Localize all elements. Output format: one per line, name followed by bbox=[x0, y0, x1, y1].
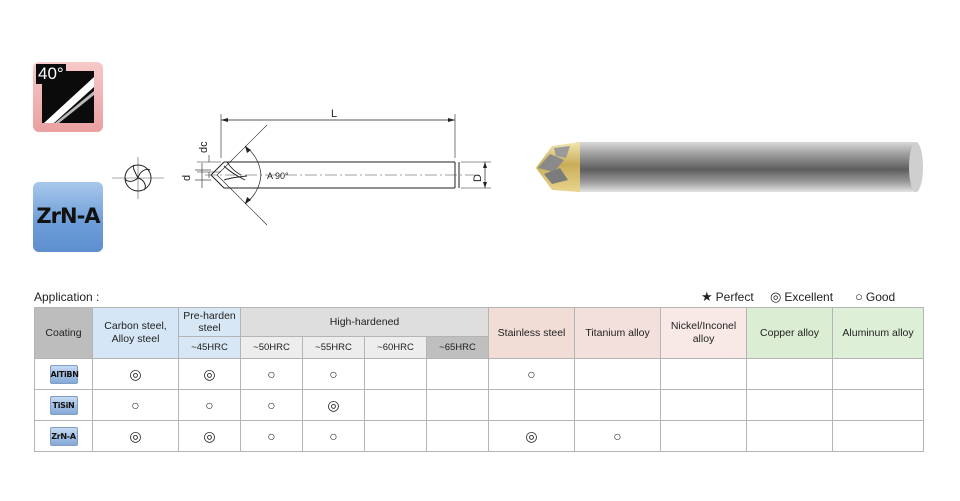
angle-badge-label: 40° bbox=[36, 64, 66, 84]
table-row: AlTiBN ◎ ◎ ○ ○ ○ bbox=[34, 358, 925, 390]
coating-cell: AlTiBN bbox=[34, 358, 93, 390]
circle-icon: ○ bbox=[855, 289, 863, 304]
coating-chip: ZrN-A bbox=[49, 426, 78, 446]
subheader-55hrc: ~55HRC bbox=[302, 336, 365, 359]
header-nickel: Nickel/Inconel alloy bbox=[660, 307, 748, 359]
angle-dimension-label: A 90° bbox=[267, 171, 289, 181]
subheader-65hrc: ~65HRC bbox=[425, 336, 490, 359]
header-carbon-steel: Carbon steel, Alloy steel bbox=[92, 307, 179, 359]
rating-cell bbox=[746, 358, 834, 390]
coating-badge: ZrN-A bbox=[33, 182, 103, 252]
rating-cell bbox=[660, 420, 748, 452]
rating-cell bbox=[746, 420, 834, 452]
rating-cell bbox=[832, 358, 925, 390]
header-pre-harden: Pre-harden steel bbox=[178, 307, 241, 337]
angle-badge-square bbox=[42, 71, 94, 123]
rating-cell bbox=[425, 358, 490, 390]
dim-dc-label: dc bbox=[198, 141, 210, 153]
rating-cell: ◎ bbox=[92, 358, 179, 390]
rating-cell: ○ bbox=[178, 389, 241, 421]
rating-cell bbox=[746, 389, 834, 421]
rating-cell: ○ bbox=[240, 358, 303, 390]
legend-perfect-label: Perfect bbox=[715, 290, 754, 304]
double-circle-icon: ◎ bbox=[770, 289, 782, 304]
coating-cell: ZrN-A bbox=[34, 420, 93, 452]
rating-cell: ○ bbox=[302, 358, 365, 390]
header-titanium: Titanium alloy bbox=[574, 307, 662, 359]
rating-cell: ◎ bbox=[92, 420, 179, 452]
header-aluminum: Aluminum alloy bbox=[832, 307, 925, 359]
angle-stripe-icon bbox=[44, 77, 94, 123]
star-icon: ★ bbox=[701, 289, 713, 304]
subheader-50hrc: ~50HRC bbox=[240, 336, 303, 359]
coating-chip: AlTiBN bbox=[49, 364, 79, 384]
rating-cell: ◎ bbox=[178, 358, 241, 390]
rating-cell: ◎ bbox=[178, 420, 241, 452]
rating-cell bbox=[425, 389, 490, 421]
dim-L-label: L bbox=[331, 108, 337, 120]
coating-badge-label: ZrN-A bbox=[36, 204, 100, 228]
rating-cell: ○ bbox=[92, 389, 179, 421]
legend-excellent-label: Excellent bbox=[784, 290, 834, 304]
rating-cell bbox=[660, 358, 748, 390]
rating-cell: ○ bbox=[302, 420, 365, 452]
header-copper: Copper alloy bbox=[746, 307, 834, 359]
application-table: Coating Carbon steel, Alloy steel Pre-ha… bbox=[34, 307, 925, 452]
rating-cell: ◎ bbox=[302, 389, 365, 421]
rating-cell bbox=[425, 420, 490, 452]
coating-cell: TiSiN bbox=[34, 389, 93, 421]
header-stainless: Stainless steel bbox=[488, 307, 576, 359]
header-high-hardened: High-hardened bbox=[239, 307, 490, 337]
coating-chip: TiSiN bbox=[49, 395, 78, 415]
rating-cell: ○ bbox=[574, 420, 662, 452]
rating-cell: ○ bbox=[488, 358, 576, 390]
dim-D-label: D bbox=[472, 174, 484, 182]
rating-cell bbox=[364, 420, 427, 452]
subheader-45hrc: ~45HRC bbox=[178, 336, 241, 359]
rating-cell: ◎ bbox=[488, 420, 576, 452]
rating-cell bbox=[574, 389, 662, 421]
table-row: ZrN-A ◎ ◎ ○ ○ ◎ ○ bbox=[34, 420, 925, 452]
rating-cell: ○ bbox=[240, 389, 303, 421]
legend-excellent: ◎Excellent bbox=[770, 289, 833, 305]
application-title: Application : bbox=[34, 290, 100, 304]
tool-dimension-drawing: L dc d D A 90° bbox=[181, 108, 491, 226]
legend-perfect: ★Perfect bbox=[701, 289, 754, 305]
subheader-60hrc: ~60HRC bbox=[364, 336, 427, 359]
rating-cell bbox=[660, 389, 748, 421]
end-view-flute-icon bbox=[112, 157, 164, 199]
angle-badge: 40° bbox=[33, 62, 103, 132]
rating-cell bbox=[488, 389, 576, 421]
rating-cell bbox=[832, 389, 925, 421]
legend-good: ○Good bbox=[855, 289, 895, 304]
legend-good-label: Good bbox=[865, 290, 896, 304]
table-row: TiSiN ○ ○ ○ ◎ bbox=[34, 389, 925, 421]
rating-cell bbox=[364, 389, 427, 421]
dim-d-label: d bbox=[181, 175, 193, 181]
rating-cell bbox=[574, 358, 662, 390]
tool-product-image bbox=[536, 142, 923, 192]
rating-cell bbox=[832, 420, 925, 452]
header-coating: Coating bbox=[34, 307, 93, 359]
rating-cell bbox=[364, 358, 427, 390]
rating-cell: ○ bbox=[240, 420, 303, 452]
